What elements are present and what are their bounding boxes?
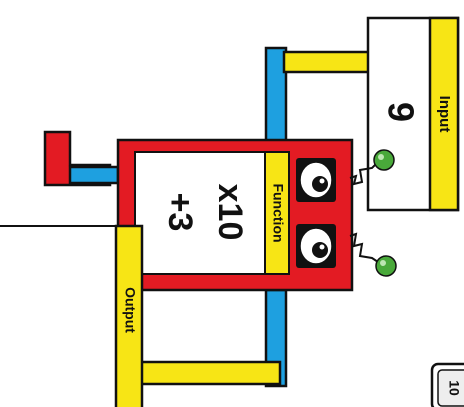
antenna-icon [350,234,396,276]
function-label: Function [270,183,286,242]
input-box: Input 9 [368,18,458,210]
output-label: Output [122,287,138,333]
input-label: Input [436,96,453,133]
output-box: Output [116,226,142,407]
input-value: 9 [380,102,421,122]
corner-badge: 10 [432,364,464,407]
cap-connector-blue [70,167,118,183]
function-box: Function x10 +3 [118,140,352,290]
function-operation-1: x10 [211,184,249,241]
input-pipe-yellow [284,52,370,72]
corner-badge-label: 10 [446,380,462,396]
function-operation-2: +3 [161,193,199,232]
eye-icon [296,224,336,268]
eye-icon [296,158,336,202]
output-pipe-yellow [140,362,280,384]
